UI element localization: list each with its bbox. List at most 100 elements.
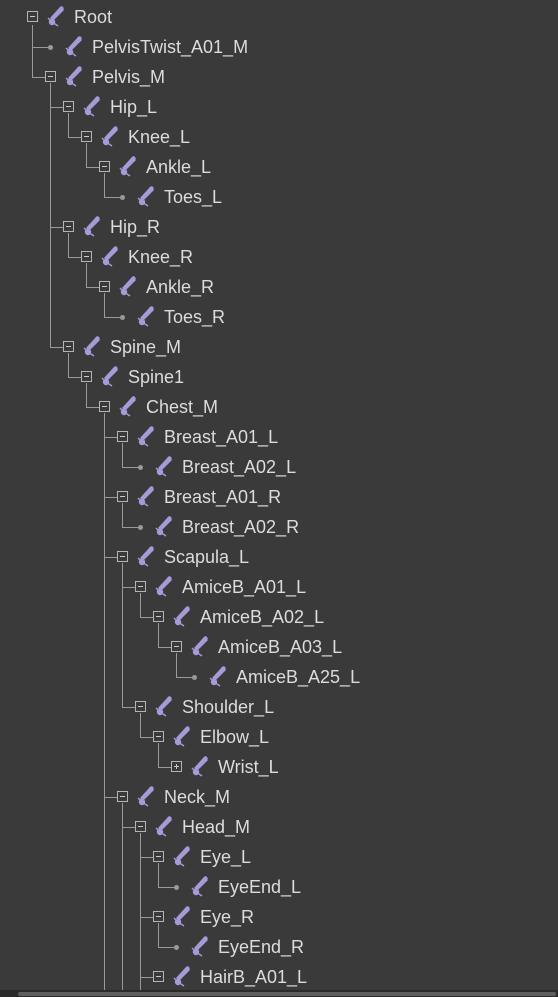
tree-collapse-minus-icon[interactable]	[153, 851, 164, 862]
tree-node-head-m[interactable]: Head_M	[0, 812, 558, 842]
tree-node-label: AmiceB_A25_L	[236, 667, 361, 687]
bone-joint-icon	[173, 726, 190, 747]
tree-node-toes-r[interactable]: Toes_R	[0, 302, 558, 332]
tree-node-label: Spine_M	[110, 337, 182, 357]
tree-connector-line	[68, 113, 69, 137]
tree-collapse-minus-icon[interactable]	[63, 341, 74, 352]
tree-node-label: Hip_R	[110, 217, 161, 237]
tree-collapse-minus-icon[interactable]	[99, 281, 110, 292]
leaf-dot-icon	[174, 885, 179, 890]
tree-node-amiceb-a25-l[interactable]: AmiceB_A25_L	[0, 662, 558, 692]
tree-collapse-minus-icon[interactable]	[153, 971, 164, 982]
tree-branch-line	[50, 227, 63, 228]
leaf-dot-icon	[48, 45, 53, 50]
tree-node-breast-a01-r[interactable]: Breast_A01_R	[0, 482, 558, 512]
bone-joint-icon	[83, 216, 100, 237]
bone-joint-icon	[119, 156, 136, 177]
tree-connector-line	[68, 353, 69, 377]
tree-branch-line	[50, 347, 63, 348]
tree-node-wrist-l[interactable]: Wrist_L	[0, 752, 558, 782]
tree-collapse-minus-icon[interactable]	[135, 581, 146, 592]
bone-joint-icon	[155, 696, 172, 717]
tree-node-label: EyeEnd_R	[218, 937, 305, 957]
tree-collapse-minus-icon[interactable]	[81, 371, 92, 382]
tree-node-label: Head_M	[182, 817, 251, 837]
bone-joint-icon	[155, 576, 172, 597]
tree-node-label: AmiceB_A03_L	[218, 637, 343, 657]
tree-node-hip-l[interactable]: Hip_L	[0, 92, 558, 122]
bone-joint-icon	[191, 876, 208, 897]
tree-expand-plus-icon[interactable]	[171, 761, 182, 772]
bone-joint-icon	[155, 456, 172, 477]
tree-collapse-minus-icon[interactable]	[45, 71, 56, 82]
tree-node-eye-r[interactable]: Eye_R	[0, 902, 558, 932]
tree-node-amiceb-a02-l[interactable]: AmiceB_A02_L	[0, 602, 558, 632]
tree-collapse-minus-icon[interactable]	[63, 221, 74, 232]
tree-node-spine1[interactable]: Spine1	[0, 362, 558, 392]
tree-node-amiceb-a01-l[interactable]: AmiceB_A01_L	[0, 572, 558, 602]
tree-connector-line	[158, 923, 159, 947]
bone-joint-icon	[65, 36, 82, 57]
tree-node-hairb-a01-l[interactable]: HairB_A01_L	[0, 962, 558, 992]
tree-collapse-minus-icon[interactable]	[135, 821, 146, 832]
leaf-dot-icon	[138, 525, 143, 530]
tree-connector-line	[86, 143, 87, 167]
tree-node-breast-a02-r[interactable]: Breast_A02_R	[0, 512, 558, 542]
tree-node-eyeend-r[interactable]: EyeEnd_R	[0, 932, 558, 962]
tree-node-label: Ankle_R	[146, 277, 215, 297]
bone-joint-icon	[119, 396, 136, 417]
tree-branch-line	[140, 737, 153, 738]
tree-collapse-minus-icon[interactable]	[135, 701, 146, 712]
tree-node-label: Wrist_L	[218, 757, 279, 777]
tree-node-shoulder-l[interactable]: Shoulder_L	[0, 692, 558, 722]
tree-node-knee-r[interactable]: Knee_R	[0, 242, 558, 272]
tree-node-scapula-l[interactable]: Scapula_L	[0, 542, 558, 572]
tree-collapse-minus-icon[interactable]	[117, 431, 128, 442]
tree-node-label: HairB_A01_L	[200, 967, 308, 987]
tree-collapse-minus-icon[interactable]	[63, 101, 74, 112]
bone-joint-icon	[191, 636, 208, 657]
tree-collapse-minus-icon[interactable]	[153, 911, 164, 922]
tree-branch-line	[122, 467, 140, 468]
tree-node-eye-l[interactable]: Eye_L	[0, 842, 558, 872]
tree-connector-line	[104, 173, 105, 197]
tree-collapse-minus-icon[interactable]	[81, 251, 92, 262]
tree-node-label: Chest_M	[146, 397, 219, 417]
tree-node-breast-a01-l[interactable]: Breast_A01_L	[0, 422, 558, 452]
tree-connector-line	[104, 293, 105, 317]
tree-node-toes-l[interactable]: Toes_L	[0, 182, 558, 212]
tree-collapse-minus-icon[interactable]	[99, 401, 110, 412]
tree-collapse-minus-icon[interactable]	[153, 611, 164, 622]
bone-joint-icon	[155, 516, 172, 537]
tree-node-pelvis-m[interactable]: Pelvis_M	[0, 62, 558, 92]
horizontal-scrollbar[interactable]	[0, 990, 558, 997]
tree-connector-line	[140, 833, 141, 990]
tree-node-eyeend-l[interactable]: EyeEnd_L	[0, 872, 558, 902]
tree-collapse-minus-icon[interactable]	[117, 551, 128, 562]
tree-node-pelvistwist-a01-m[interactable]: PelvisTwist_A01_M	[0, 32, 558, 62]
tree-collapse-minus-icon[interactable]	[117, 491, 128, 502]
tree-node-neck-m[interactable]: Neck_M	[0, 782, 558, 812]
tree-collapse-minus-icon[interactable]	[117, 791, 128, 802]
tree-node-label: AmiceB_A02_L	[200, 607, 325, 627]
tree-node-ankle-l[interactable]: Ankle_L	[0, 152, 558, 182]
scrollbar-thumb[interactable]	[18, 992, 556, 996]
tree-branch-line	[104, 497, 117, 498]
tree-collapse-minus-icon[interactable]	[81, 131, 92, 142]
tree-collapse-minus-icon[interactable]	[171, 641, 182, 652]
leaf-dot-icon	[120, 315, 125, 320]
tree-node-root[interactable]: Root	[0, 2, 558, 32]
tree-collapse-minus-icon[interactable]	[153, 731, 164, 742]
tree-node-breast-a02-l[interactable]: Breast_A02_L	[0, 452, 558, 482]
tree-node-label: Eye_L	[200, 847, 252, 867]
tree-node-amiceb-a03-l[interactable]: AmiceB_A03_L	[0, 632, 558, 662]
tree-node-chest-m[interactable]: Chest_M	[0, 392, 558, 422]
tree-node-hip-r[interactable]: Hip_R	[0, 212, 558, 242]
tree-collapse-minus-icon[interactable]	[99, 161, 110, 172]
tree-connector-line	[104, 413, 105, 990]
tree-collapse-minus-icon[interactable]	[27, 11, 38, 22]
tree-node-spine-m[interactable]: Spine_M	[0, 332, 558, 362]
tree-node-knee-l[interactable]: Knee_L	[0, 122, 558, 152]
tree-node-ankle-r[interactable]: Ankle_R	[0, 272, 558, 302]
tree-node-elbow-l[interactable]: Elbow_L	[0, 722, 558, 752]
